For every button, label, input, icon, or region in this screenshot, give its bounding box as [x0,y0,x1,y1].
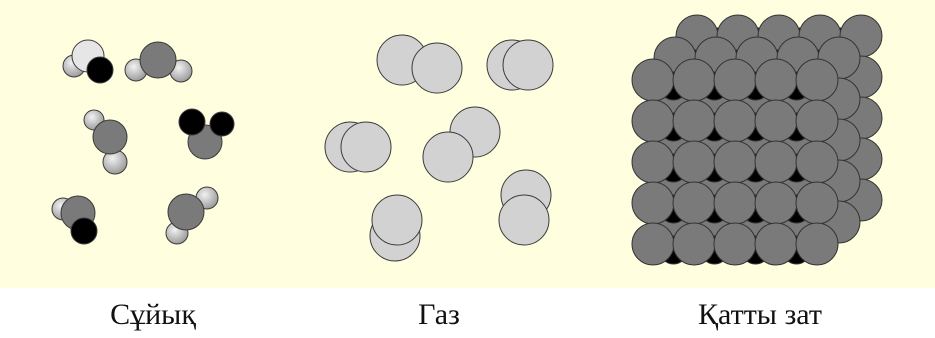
solid-atom-gray [713,181,757,225]
solid-atom-gray [631,140,675,184]
gas-molecule-1 [376,34,463,94]
gas-molecules [324,34,554,262]
solid-atom-gray [754,58,798,102]
solid-atom-gray [672,140,716,184]
solid-atom-gray [631,99,675,143]
gas-molecule-5 [498,169,552,246]
solid-atom-gray [631,58,675,102]
solid-atom-gray [754,99,798,143]
gas-label: Газ [418,298,460,331]
solid-atom-gray [795,181,839,225]
gas-molecule-3 [324,121,392,173]
liquid-molecule-4 [178,108,235,160]
solid-atom-gray [754,181,798,225]
solid-atom-gray [754,222,798,266]
gas-molecule-6 [369,194,423,262]
liquid-molecule-1 [62,39,114,84]
states-of-matter-illustration [51,14,883,266]
solid-atom-gray [631,181,675,225]
solid-atom-gray [713,222,757,266]
gas-molecule-4 [422,106,501,183]
solid-atom-gray [795,99,839,143]
liquid-molecules [51,39,235,245]
solid-lattice [631,14,883,266]
solid-atom-gray [754,140,798,184]
liquid-label: Сұйық [110,298,196,331]
solid-atom-gray [631,222,675,266]
liquid-molecule-3 [83,109,128,175]
liquid-molecule-6 [165,186,219,245]
solid-atom-gray [672,99,716,143]
solid-label: Қатты зат [698,298,822,331]
solid-atom-gray [672,58,716,102]
solid-atom-gray [672,222,716,266]
solid-atom-gray [795,222,839,266]
liquid-molecule-2 [124,41,193,83]
solid-atom-gray [795,140,839,184]
solid-atom-gray [795,58,839,102]
solid-atom-gray [713,140,757,184]
solid-atom-gray [713,99,757,143]
liquid-molecule-5 [51,195,98,245]
solid-atom-gray [672,181,716,225]
solid-atom-gray [713,58,757,102]
gas-molecule-2 [486,39,554,91]
